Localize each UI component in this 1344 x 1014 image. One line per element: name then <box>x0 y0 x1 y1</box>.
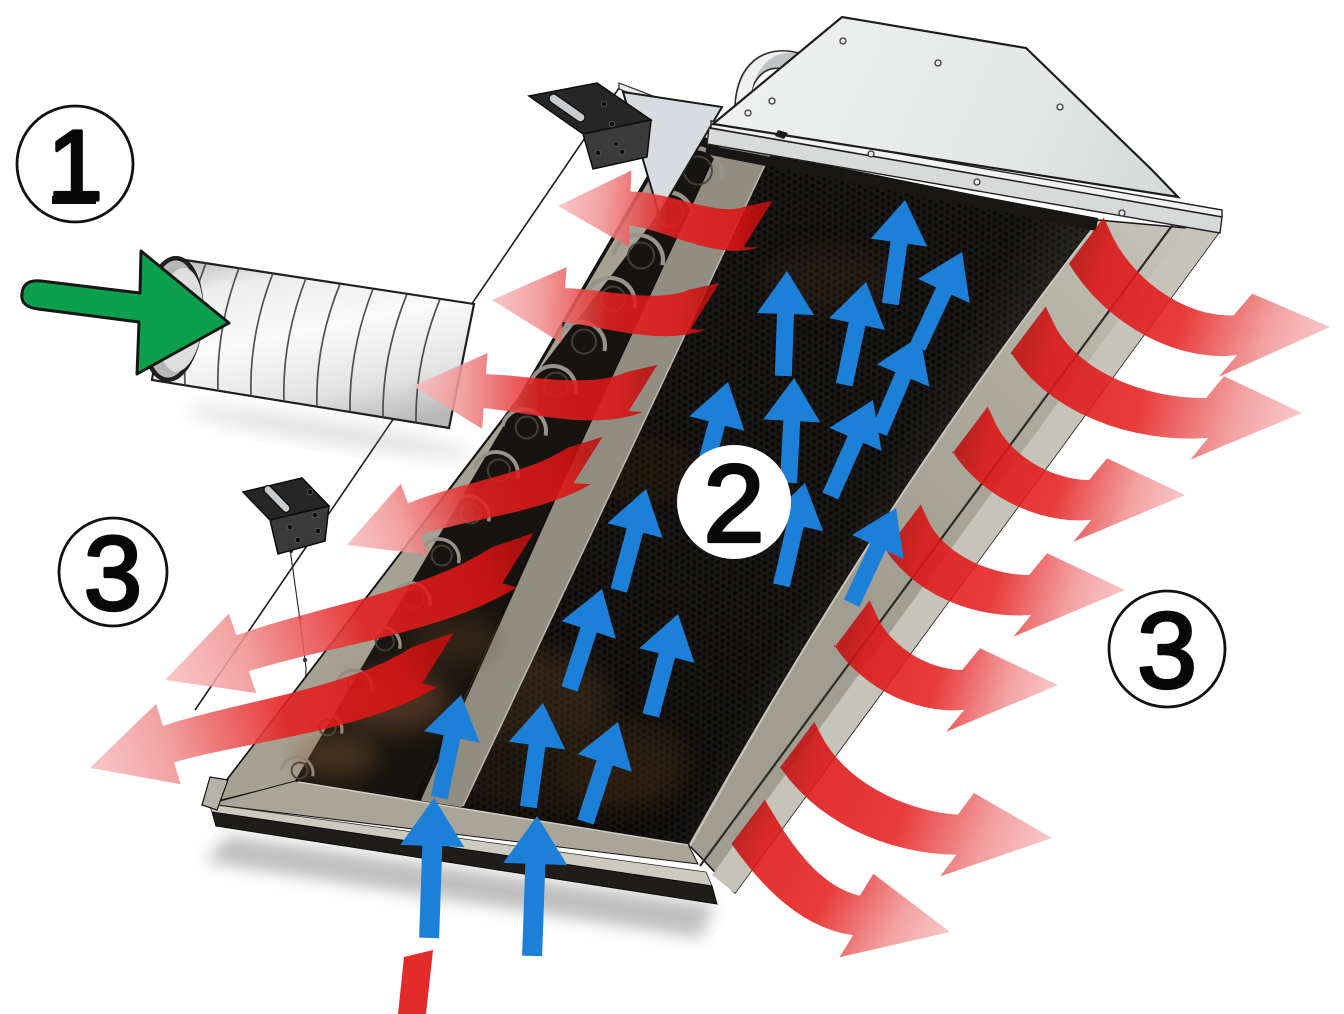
svg-text:2: 2 <box>703 442 764 565</box>
svg-text:3: 3 <box>84 516 142 633</box>
svg-text:1: 1 <box>47 110 103 222</box>
svg-text:3: 3 <box>1137 590 1197 711</box>
